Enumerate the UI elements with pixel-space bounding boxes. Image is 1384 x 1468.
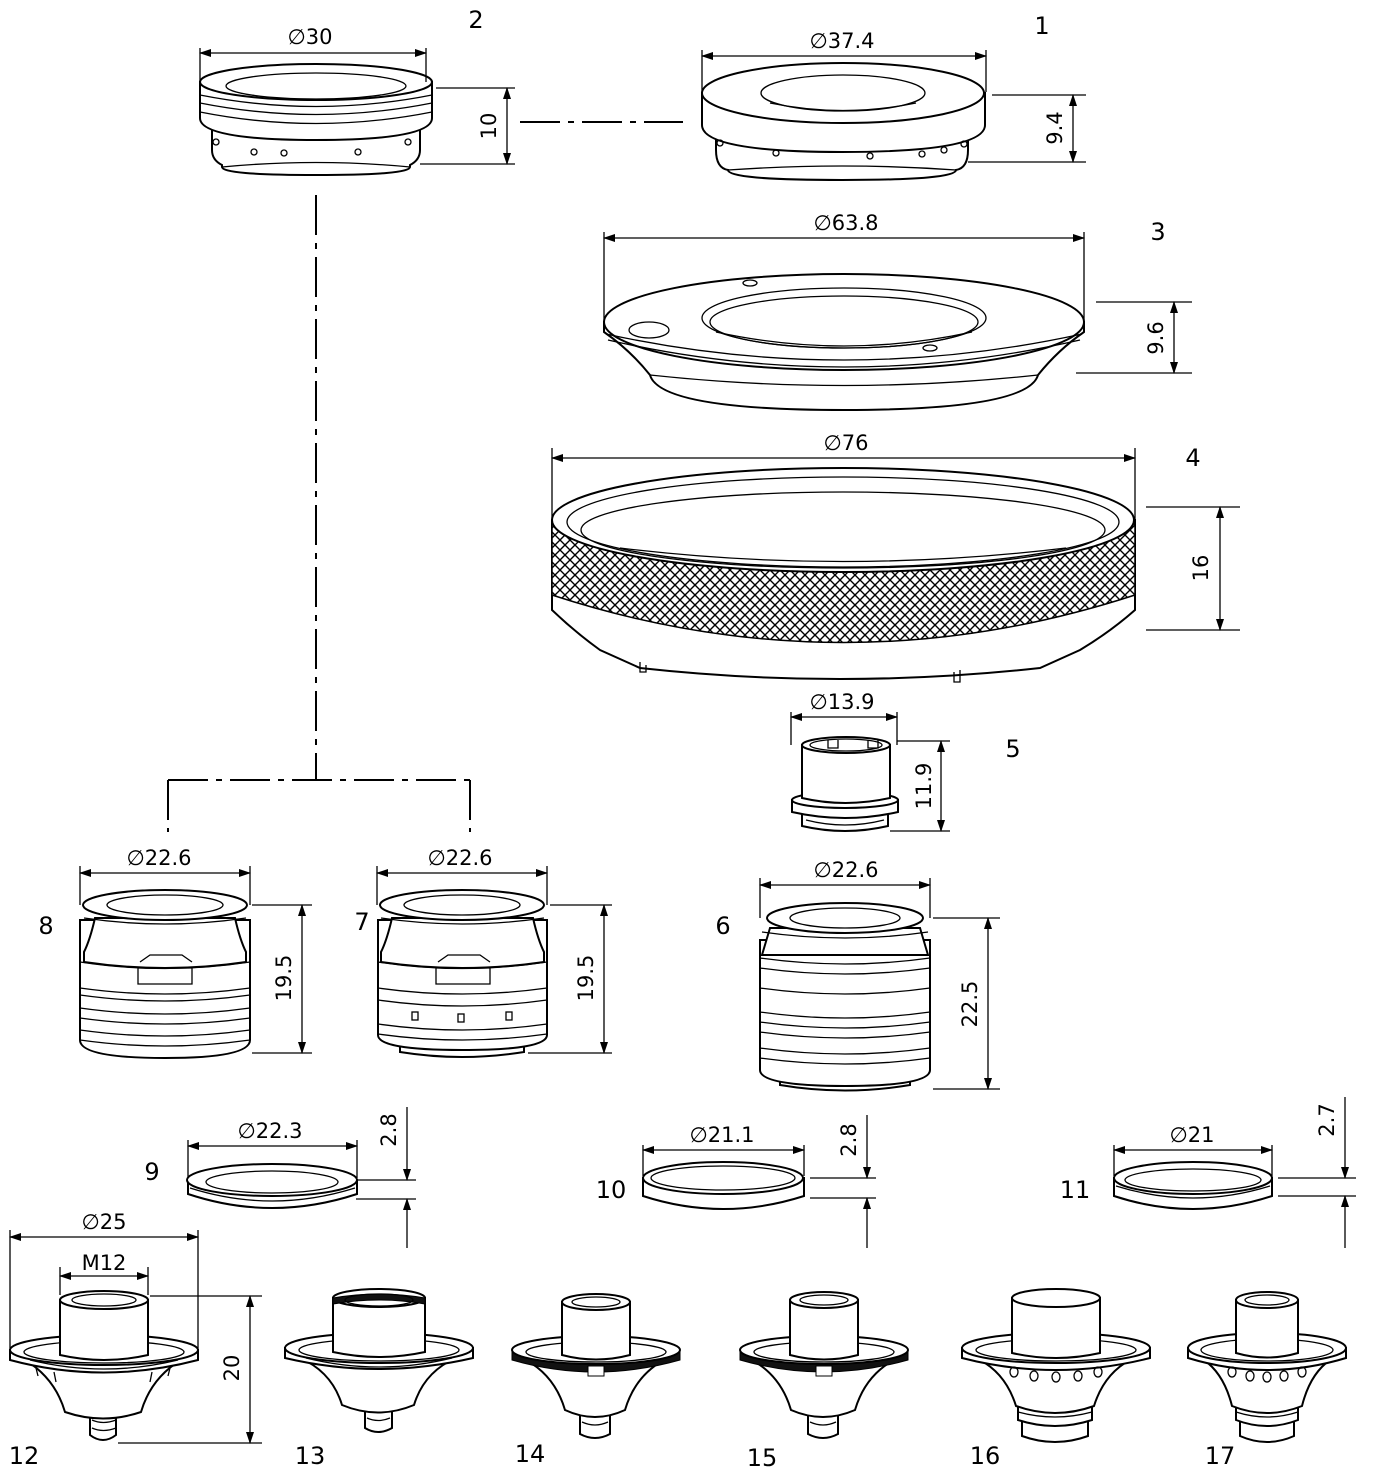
part-1-diameter: ∅37.4 xyxy=(809,29,874,53)
part-2-height: 10 xyxy=(477,113,501,140)
part-7-dimensions xyxy=(376,866,612,1054)
part-5-dimensions xyxy=(790,712,950,832)
part-9-height: 2.8 xyxy=(377,1113,401,1146)
part-1-label: 1 xyxy=(1034,12,1049,40)
part-10-diameter: ∅21.1 xyxy=(689,1123,754,1147)
part-9-dimensions xyxy=(187,1107,416,1248)
part-5-diameter: ∅13.9 xyxy=(809,690,874,714)
part-16-label: 16 xyxy=(970,1442,1001,1468)
part-8-dimensions xyxy=(79,866,312,1054)
part-12-drawing xyxy=(9,1290,199,1441)
part-11-height: 2.7 xyxy=(1315,1103,1339,1136)
part-15-label: 15 xyxy=(747,1444,778,1468)
part-3-dimensions xyxy=(603,232,1192,374)
part-13-label: 13 xyxy=(295,1442,326,1468)
part-8-drawing xyxy=(79,889,251,1060)
part-3-label: 3 xyxy=(1150,218,1165,246)
part-8-height: 19.5 xyxy=(272,955,296,1002)
part-10-drawing xyxy=(642,1161,805,1210)
part-4-diameter: ∅76 xyxy=(823,431,868,455)
part-3-drawing xyxy=(603,273,1085,412)
part-8-diameter: ∅22.6 xyxy=(126,846,191,870)
part-5-height: 11.9 xyxy=(912,763,936,810)
part-1-drawing xyxy=(701,62,986,182)
part-10-label: 10 xyxy=(596,1176,627,1204)
part-1-dimensions xyxy=(701,50,1086,163)
part-11-drawing xyxy=(1113,1161,1273,1210)
part-13-drawing xyxy=(284,1288,474,1433)
part-12-thread: M12 xyxy=(82,1251,127,1275)
part-6-height: 22.5 xyxy=(958,981,982,1028)
part-6-diameter: ∅22.6 xyxy=(813,858,878,882)
dimension-texts: ∅30 10 ∅37.4 9.4 ∅63.8 9.6 ∅76 16 ∅13.9 … xyxy=(81,25,1339,1381)
part-5-drawing xyxy=(791,736,899,832)
part-3-height: 9.6 xyxy=(1144,321,1168,354)
part-4-height: 16 xyxy=(1189,555,1213,582)
part-7-diameter: ∅22.6 xyxy=(427,846,492,870)
part-2-diameter: ∅30 xyxy=(287,25,332,49)
part-17-drawing xyxy=(1187,1291,1347,1443)
part-5-label: 5 xyxy=(1005,735,1020,763)
part-2-dimensions xyxy=(199,48,515,165)
part-10-dimensions xyxy=(642,1115,876,1248)
part-11-dimensions xyxy=(1113,1097,1356,1248)
part-10-height: 2.8 xyxy=(837,1123,861,1156)
part-15-drawing xyxy=(739,1291,909,1439)
part-1-height: 9.4 xyxy=(1043,111,1067,144)
part-4-dimensions xyxy=(551,448,1240,631)
part-7-height: 19.5 xyxy=(574,955,598,1002)
part-4-label: 4 xyxy=(1185,444,1200,472)
part-14-label: 14 xyxy=(515,1440,546,1468)
part-6-label: 6 xyxy=(715,912,730,940)
part-8-label: 8 xyxy=(38,912,53,940)
part-17-label: 17 xyxy=(1205,1442,1236,1468)
part-12-diameter: ∅25 xyxy=(81,1210,126,1234)
part-12-height: 20 xyxy=(220,1355,244,1382)
part-7-drawing xyxy=(377,889,548,1058)
part-7-label: 7 xyxy=(354,908,369,936)
part-12-dimensions xyxy=(9,1230,262,1444)
part-2-label: 2 xyxy=(468,6,483,34)
part-16-drawing xyxy=(961,1288,1151,1443)
part-9-diameter: ∅22.3 xyxy=(237,1119,302,1143)
part-3-diameter: ∅63.8 xyxy=(813,211,878,235)
part-11-diameter: ∅21 xyxy=(1169,1123,1214,1147)
part-labels: 2 1 3 4 5 6 7 8 9 10 11 12 13 14 15 16 1… xyxy=(9,6,1236,1468)
part-4-drawing xyxy=(551,467,1136,683)
part-9-drawing xyxy=(186,1163,358,1209)
part-9-label: 9 xyxy=(144,1158,159,1186)
part-11-label: 11 xyxy=(1060,1176,1091,1204)
part-2-drawing xyxy=(199,63,433,177)
part-6-drawing xyxy=(759,902,931,1092)
part-14-drawing xyxy=(511,1293,681,1439)
part-6-dimensions xyxy=(759,878,1000,1090)
assembly-centerlines xyxy=(167,121,683,832)
part-12-label: 12 xyxy=(9,1442,40,1468)
